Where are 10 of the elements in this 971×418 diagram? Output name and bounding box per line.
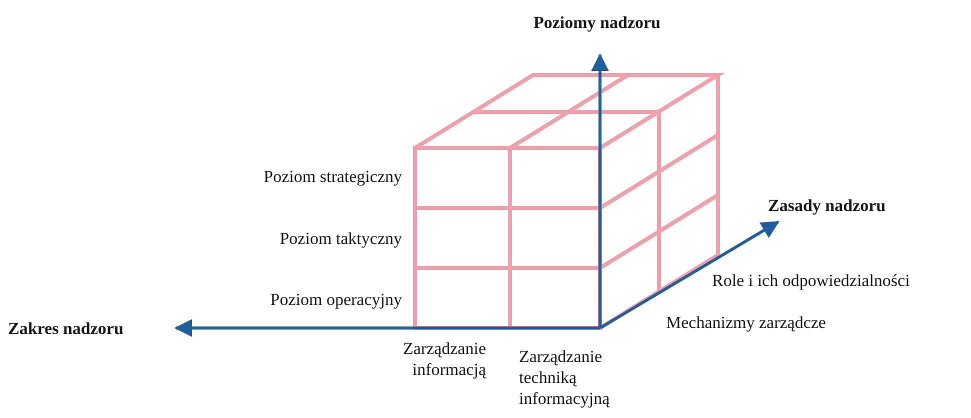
axis-title: Zakres nadzoru [8,318,124,339]
depth-label: Mechanizmy zarządcze [666,312,827,333]
axis-title: Poziomy nadzoru [532,12,662,33]
row-label: Poziom strategiczny [262,166,402,187]
row-label: Poziom operacyjny [269,289,402,310]
row-label: Poziom taktyczny [278,228,402,249]
depth-label: Role i ich odpowiedzialności [712,270,911,291]
column-label: Zarządzanie informacją [402,338,486,380]
axis-title: Zasady nadzoru [768,195,887,216]
column-label: Zarządzanie techniką informacyjną [519,346,611,409]
